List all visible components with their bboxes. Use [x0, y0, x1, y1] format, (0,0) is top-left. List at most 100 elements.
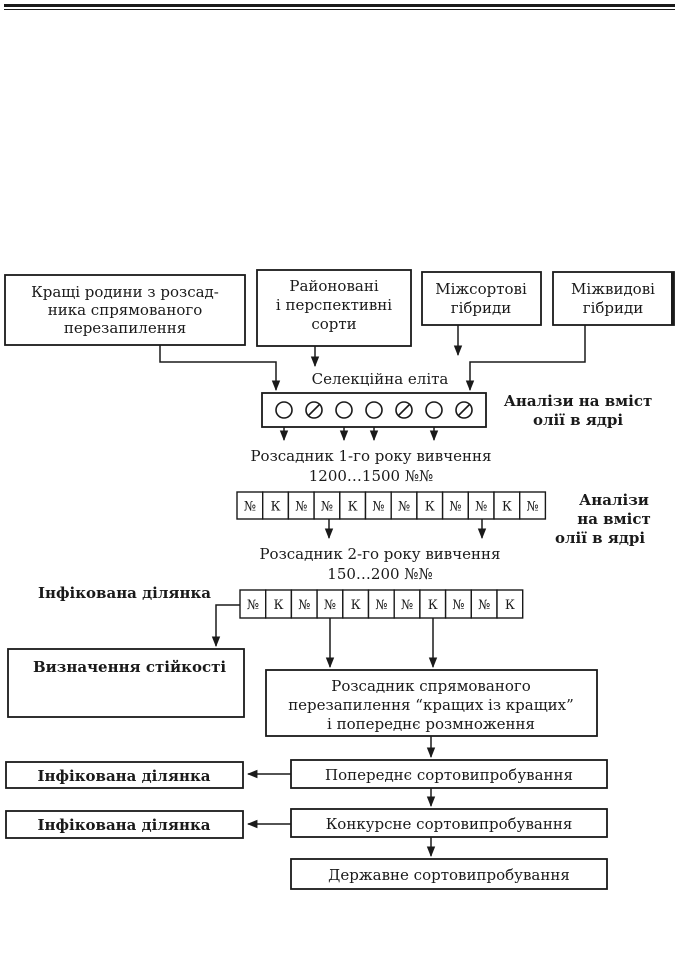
box-directed-line-2: перезапилення “кращих із кращих”	[288, 696, 574, 714]
analysis-2-line-1: Аналізи	[579, 491, 649, 509]
nursery-1-cell-label: К	[348, 500, 358, 515]
nursery-1-cell-label: №	[372, 500, 384, 515]
box-infected-2-label: Інфікована ділянка	[37, 816, 210, 834]
nursery-2-cell: №	[393, 589, 421, 619]
box-regional-line-3: сорти	[311, 315, 356, 333]
nursery-1-line-2: 1200…1500 №№	[309, 467, 434, 485]
box-infected-1	[5, 761, 244, 789]
arrow-to-resistance	[211, 604, 240, 648]
nursery-2-cell-label: №	[324, 598, 336, 613]
box-competitive-trial-label: Конкурсне сортовипробування	[326, 815, 573, 833]
nursery-2-cell: К	[419, 589, 447, 619]
nursery-2-cell: №	[470, 589, 498, 619]
nursery-1-cell: №	[364, 491, 392, 520]
nursery-2-cell: К	[342, 589, 370, 619]
box-interspecific-line-2: гібриди	[583, 299, 644, 317]
elite-symbol	[455, 401, 473, 419]
box-state-trial	[290, 858, 608, 890]
box-competitive-trial	[290, 808, 608, 838]
analysis-1-line-1: Аналізи на вміст	[504, 392, 653, 410]
nursery-2-cell-label: №	[375, 598, 387, 613]
elite-symbols	[275, 401, 473, 419]
nursery-1-cell: К	[416, 491, 444, 520]
nursery-1-cell-label: №	[321, 500, 333, 515]
elite-symbol	[335, 401, 353, 419]
box-state-trial-label: Державне сортовипробування	[328, 866, 570, 884]
box-best-families-line-2: ника спрямованого	[48, 301, 203, 319]
box-resistance-label: Визначення стійкості	[33, 658, 226, 676]
nursery-2-cell: №	[316, 589, 344, 619]
box-interspecific-hybrids: Міжвидові гібриди	[552, 271, 675, 326]
nursery-2-cell-label: №	[298, 598, 310, 613]
nursery-2-line-1: Розсадник 2-го року вивчення	[259, 545, 500, 563]
nursery-1-cell: №	[519, 491, 547, 520]
box-intervarietal-line-1: Міжсортові	[435, 280, 527, 298]
elite-symbol	[305, 401, 323, 419]
nursery-2-cell-label: №	[247, 598, 259, 613]
nursery-1-cell: №	[441, 491, 470, 520]
nursery-2-cell-label: К	[428, 598, 438, 613]
nursery-2-cell-label: К	[274, 598, 284, 613]
nursery-1-cell: №	[313, 491, 341, 520]
nursery-1-cell-label: №	[295, 500, 307, 515]
elite-symbol	[395, 401, 413, 419]
box-interspecific-line-1: Міжвидові	[571, 280, 655, 298]
box-preliminary-trial-label: Попереднє сортовипробування	[325, 766, 573, 784]
nursery-1-cell: №	[390, 491, 418, 520]
box-directed-line-1: Розсадник спрямованого	[331, 677, 531, 695]
box-infected-1-label: Інфікована ділянка	[37, 767, 210, 785]
nursery-1-cell-label: К	[502, 500, 512, 515]
nursery-1-cell: К	[262, 491, 290, 520]
nursery-2-cell-label: №	[401, 598, 413, 613]
box-intervarietal-line-2: гібриди	[451, 299, 512, 317]
nursery-2-line-2: 150…200 №№	[327, 565, 432, 583]
nursery-1-line-1: Розсадник 1-го року вивчення	[250, 447, 491, 465]
connector-families-to-elite	[159, 345, 281, 392]
nursery-2-cell-label: К	[505, 598, 515, 613]
box-regional-line-1: Районовані	[289, 277, 378, 295]
elite-symbol	[275, 401, 293, 419]
nursery-1-cell-label: №	[449, 500, 461, 515]
box-regional-varieties: Районовані і перспективні сорти	[256, 269, 412, 347]
elite-symbol	[365, 401, 383, 419]
nursery-2-cell-label: №	[452, 598, 464, 613]
header-rule-thin	[4, 9, 675, 10]
connector-interspecific-to-elite	[465, 325, 586, 392]
nursery-1-cell: №	[236, 491, 264, 520]
elite-label: Селекційна еліта	[312, 370, 449, 388]
nursery-1-cell: К	[339, 491, 367, 520]
nursery-2-cell: №	[367, 589, 395, 619]
nursery-2-cell: К	[265, 589, 293, 619]
nursery-2-cell: №	[239, 589, 267, 619]
infected-plot-label: Інфікована ділянка	[38, 584, 211, 602]
nursery-2-cell-label: №	[478, 598, 490, 613]
nursery-1-cell-label: №	[475, 500, 487, 515]
analysis-1-line-2: олії в ядрі	[533, 411, 623, 429]
analysis-2-line-2: на вміст	[577, 510, 651, 528]
analysis-2-line-3: олії в ядрі	[555, 529, 645, 547]
nursery-2-strip: № К № № К № № К № № К	[239, 589, 524, 619]
nursery-1-cell-label: К	[271, 500, 281, 515]
nursery-1-cell: №	[467, 491, 495, 520]
box-intervarietal-hybrids: Міжсортові гібриди	[421, 271, 542, 326]
box-best-families-line-1: Кращі родини з розсад-	[31, 283, 219, 301]
box-best-families-line-3: перезапилення	[64, 319, 186, 337]
nursery-2-cell: №	[290, 589, 318, 619]
nursery-2-cell-label: К	[351, 598, 361, 613]
nursery-1-strip: № К № № К № № К № № К №	[236, 491, 547, 520]
elite-symbol	[425, 401, 443, 419]
nursery-1-cell: №	[287, 491, 315, 520]
box-directed-line-3: і попереднє розмноження	[327, 715, 535, 733]
nursery-1-cell-label: №	[244, 500, 256, 515]
box-best-families: Кращі родини з розсад- ника спрямованого…	[4, 274, 246, 346]
nursery-1-cell: К	[493, 491, 521, 520]
nursery-1-cell-label: №	[526, 500, 538, 515]
box-regional-line-2: і перспективні	[276, 296, 392, 314]
box-infected-2	[5, 810, 244, 839]
nursery-1-cell-label: К	[425, 500, 435, 515]
nursery-2-cell: №	[444, 589, 473, 619]
box-resistance	[7, 648, 245, 718]
nursery-2-cell: К	[496, 589, 524, 619]
nursery-1-cell-label: №	[398, 500, 410, 515]
